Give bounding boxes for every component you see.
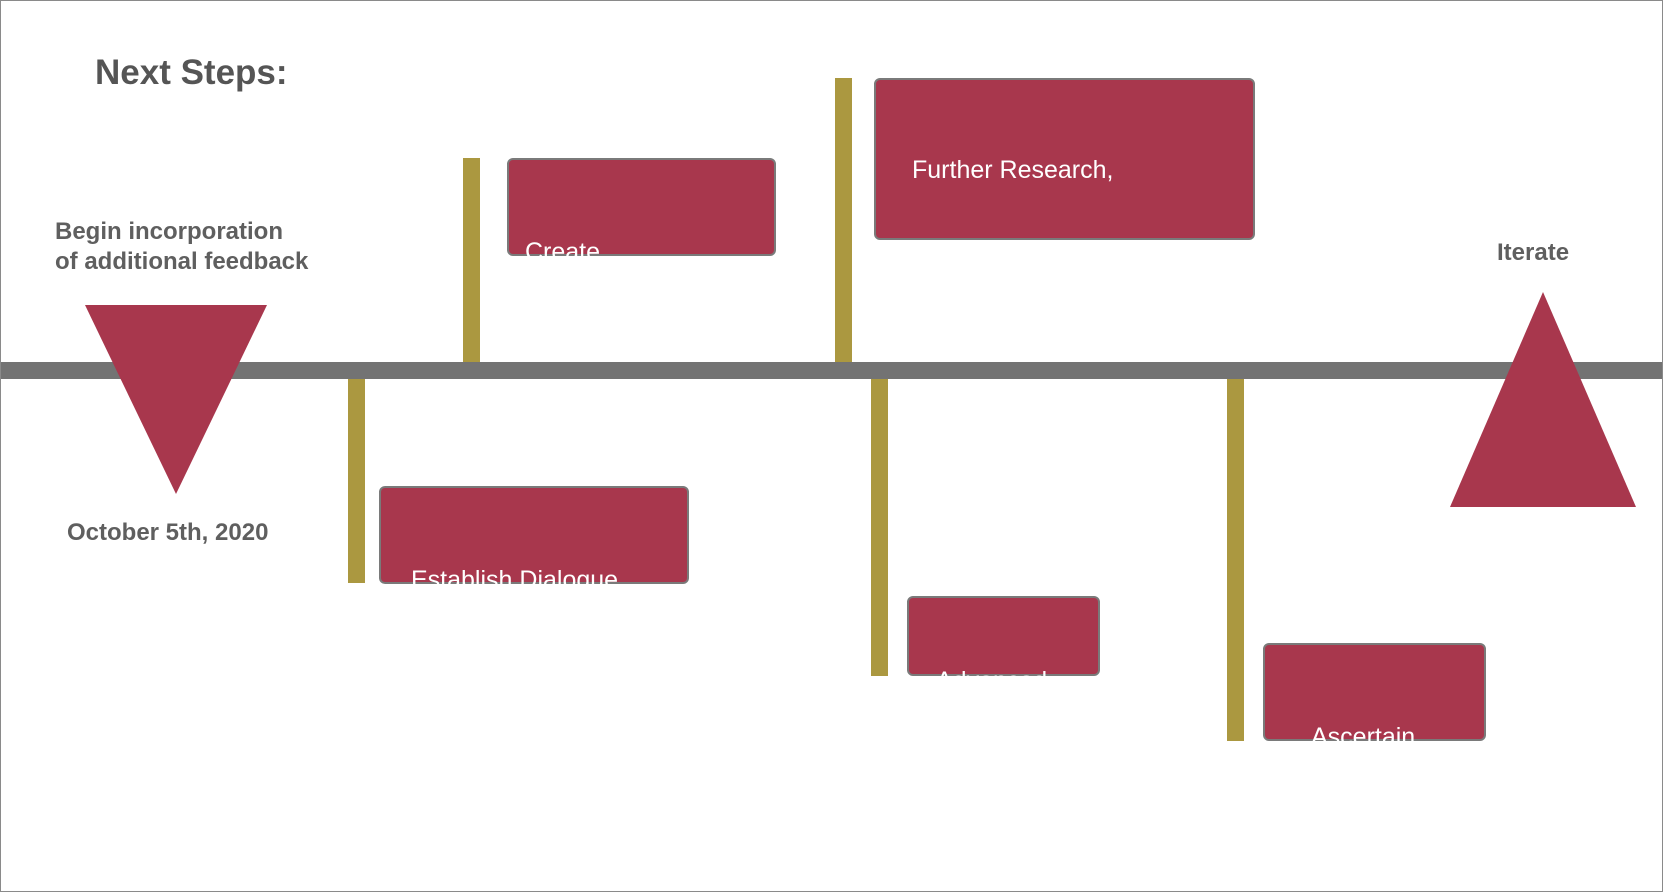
step-text-line: research synthesis (912, 243, 1121, 271)
step-text-line: Testing (936, 754, 1016, 782)
step-text-line: User Trust (1311, 810, 1427, 838)
step-box-prototype: Create High-Fi Prototype (507, 158, 776, 353)
step-box-trust: Ascertain User Trust (1263, 643, 1486, 838)
step-stem-research (835, 78, 852, 362)
start-label-line2: of additional feedback (55, 248, 309, 275)
start-label-line1: Begin incorporation (55, 218, 283, 245)
step-stem-dialogue (348, 379, 365, 583)
step-stem-prototype (463, 158, 480, 362)
step-text-line: with website (411, 653, 555, 681)
step-stem-trust (1227, 379, 1244, 741)
end-label: Iterate (1497, 239, 1570, 266)
step-text-line: Ascertain (1311, 723, 1416, 751)
page-title: Next Steps: (95, 53, 288, 92)
start-date: October 5th, 2020 (67, 519, 269, 546)
start-label: Begin incorporation of additional feedba… (55, 217, 308, 277)
step-text-line: Establish Dialogue (411, 566, 619, 594)
step-text-line: Principles / Methodology (912, 417, 1185, 445)
step-text-line: & applied User Experience (912, 330, 1208, 358)
step-stem-testing (871, 379, 888, 676)
end-marker (1450, 292, 1636, 507)
timeline-axis (1, 362, 1662, 379)
start-marker (85, 305, 267, 494)
step-text-line: Advanced (936, 667, 1048, 695)
step-text-line: Create (525, 238, 601, 266)
step-text-line: High-Fi Prototype (525, 325, 720, 353)
step-box-dialogue: Establish Dialogue with website (379, 486, 689, 681)
step-text-line: Further Research, (912, 156, 1114, 184)
step-box-testing: Advanced Testing (907, 596, 1100, 782)
step-box-research: Further Research, research synthesis & a… (874, 78, 1255, 445)
